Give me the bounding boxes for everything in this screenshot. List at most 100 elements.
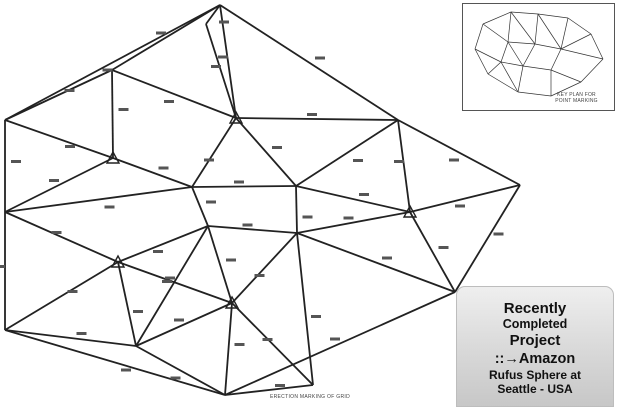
key-plan-member — [482, 23, 509, 43]
member-tag — [211, 65, 221, 68]
member-tag — [64, 89, 75, 92]
key-plan-member — [507, 41, 524, 67]
key-plan-member — [580, 58, 604, 83]
member-tag — [343, 216, 354, 220]
hub-node — [224, 295, 240, 309]
hub-node — [110, 254, 126, 268]
grid-member — [224, 291, 456, 396]
grid-member — [224, 302, 233, 396]
grid-member — [409, 211, 456, 293]
member-tag — [330, 337, 340, 341]
key-plan-inset: KEY PLAN FOR POINT MARKING — [462, 3, 615, 111]
member-tag — [153, 250, 163, 253]
key-plan-member — [510, 11, 536, 45]
key-plan-member — [482, 11, 512, 25]
key-plan-member — [560, 48, 604, 60]
member-tag — [226, 258, 236, 262]
grid-member — [4, 329, 137, 347]
grid-member — [219, 4, 237, 119]
key-plan-member — [534, 13, 539, 45]
key-plan-member — [560, 33, 592, 50]
key-plan-member — [487, 73, 519, 93]
grid-member — [409, 184, 521, 213]
grid-member — [295, 119, 399, 187]
grid-member — [4, 69, 113, 121]
grid-member — [296, 211, 411, 234]
key-plan-member — [522, 43, 536, 67]
grid-member — [296, 232, 456, 293]
member-tag — [51, 231, 62, 234]
key-plan-title: KEY PLAN FOR POINT MARKING — [555, 92, 598, 104]
grid-member — [295, 185, 298, 234]
member-tag — [302, 215, 313, 219]
key-plan-member — [522, 65, 552, 71]
member-tag — [359, 193, 369, 196]
member-tag — [311, 315, 321, 318]
key-plan-member — [590, 33, 604, 60]
grid-member — [295, 185, 411, 213]
grid-member — [207, 225, 298, 234]
key-plan-member — [474, 48, 502, 63]
grid-member — [117, 261, 137, 347]
member-tag — [449, 158, 459, 162]
grid-member — [4, 186, 193, 213]
grid-member — [296, 232, 314, 386]
member-tag — [204, 158, 214, 162]
card-line-amazon: ::→Amazon — [494, 351, 576, 367]
key-plan-member — [500, 41, 509, 63]
grid-members — [4, 4, 521, 396]
member-tag — [156, 31, 166, 35]
grid-member — [111, 4, 221, 71]
key-plan-member — [474, 48, 489, 75]
grid-member — [191, 117, 237, 188]
member-tag — [49, 179, 59, 182]
card-line-project: Project — [509, 332, 561, 349]
key-plan-member — [537, 13, 569, 19]
key-plan-member — [534, 43, 562, 50]
member-tag — [353, 159, 363, 162]
member-tag — [121, 368, 131, 372]
member-tag — [162, 280, 172, 283]
key-plan-member — [474, 23, 484, 50]
key-plan-member — [537, 13, 562, 50]
member-tag — [219, 20, 229, 24]
grid-member — [235, 117, 297, 187]
grid-member — [191, 185, 297, 188]
member-tag — [234, 343, 245, 346]
grid-member — [112, 157, 193, 188]
member-tag — [67, 290, 78, 293]
member-tag — [275, 384, 285, 387]
member-tag — [262, 338, 273, 341]
card-line-seattle: Seattle - USA — [497, 382, 573, 396]
member-tag — [102, 68, 113, 72]
member-tag — [254, 274, 265, 277]
grid-member — [117, 225, 209, 263]
member-tag — [315, 56, 325, 60]
member-tag — [307, 113, 317, 116]
key-plan-member — [517, 91, 552, 97]
member-tag — [272, 146, 282, 149]
member-tag — [218, 55, 228, 59]
grid-member — [397, 119, 521, 186]
grid-member — [205, 23, 237, 119]
grid-member — [235, 117, 399, 121]
member-tag — [493, 232, 504, 236]
key-plan-member — [560, 17, 569, 50]
grid-member — [135, 225, 209, 347]
grid-member — [111, 69, 237, 119]
grid-member — [4, 211, 119, 263]
member-tag — [11, 160, 21, 163]
member-tag — [206, 200, 216, 204]
drawing-caption: ERECTION MARKING OF GRID — [270, 394, 350, 400]
grid-member — [135, 345, 226, 396]
member-tag — [165, 276, 175, 280]
key-plan-member — [500, 61, 519, 93]
card-line-recently: Recently — [503, 300, 567, 317]
grid-member — [205, 4, 221, 25]
key-plan-member — [550, 81, 582, 97]
grid-member — [4, 4, 221, 121]
member-tag — [133, 310, 143, 313]
hub-node — [105, 150, 121, 164]
grid-member — [4, 261, 119, 331]
hub-node — [402, 204, 418, 218]
